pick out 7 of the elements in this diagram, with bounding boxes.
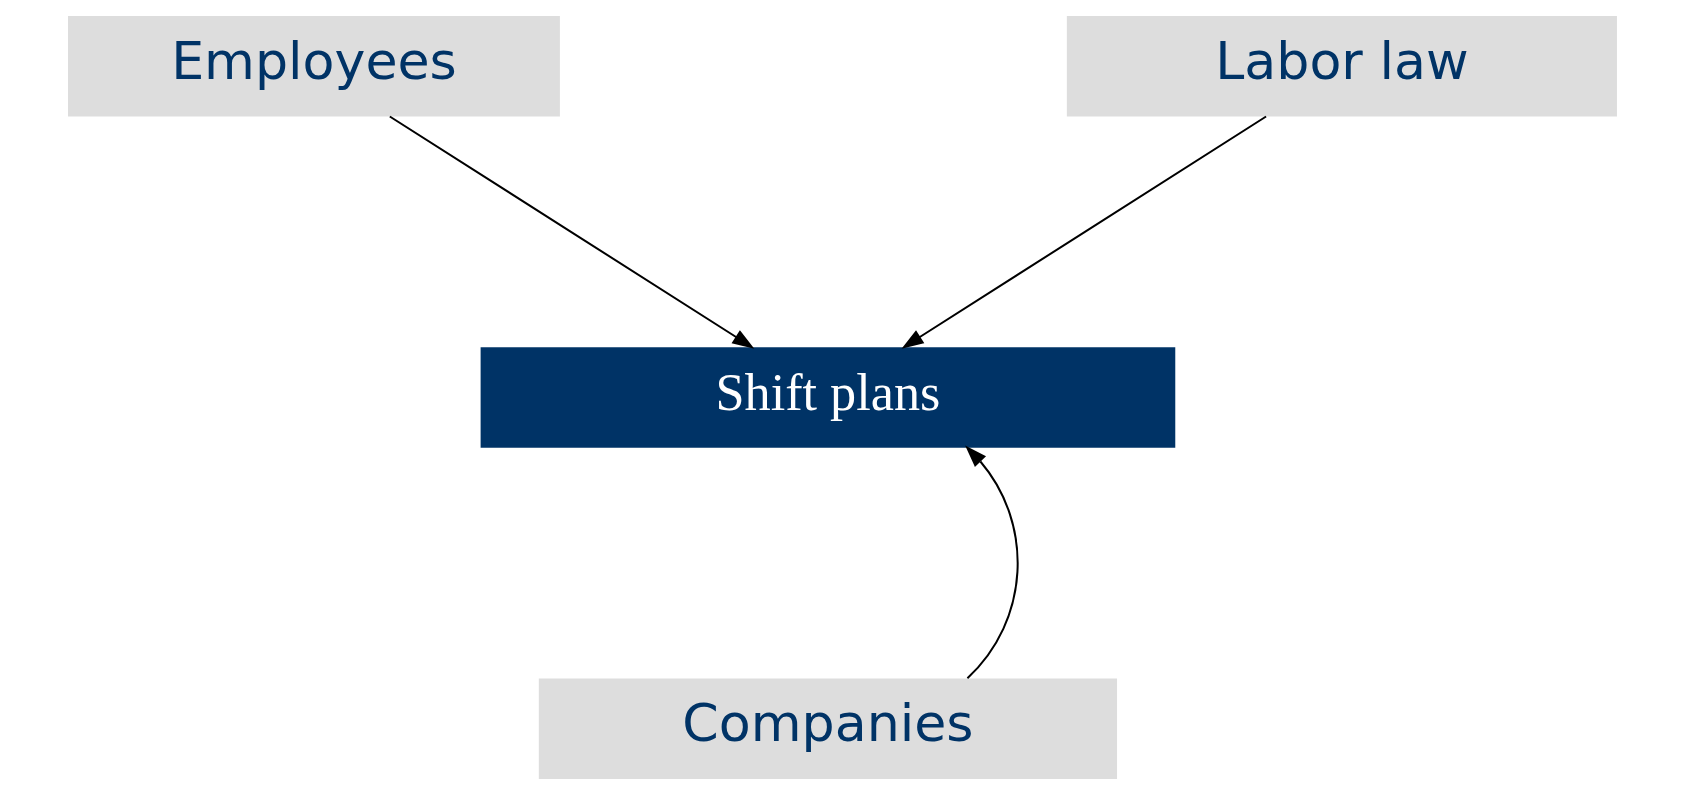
node-box: Employees [67, 16, 560, 117]
arrow [901, 115, 1267, 349]
node-box: Shift plans [480, 347, 1175, 448]
node-box: Labor law [1066, 16, 1617, 117]
arrow [388, 115, 754, 349]
arrow [964, 445, 1018, 679]
node-box: Companies [538, 678, 1117, 779]
